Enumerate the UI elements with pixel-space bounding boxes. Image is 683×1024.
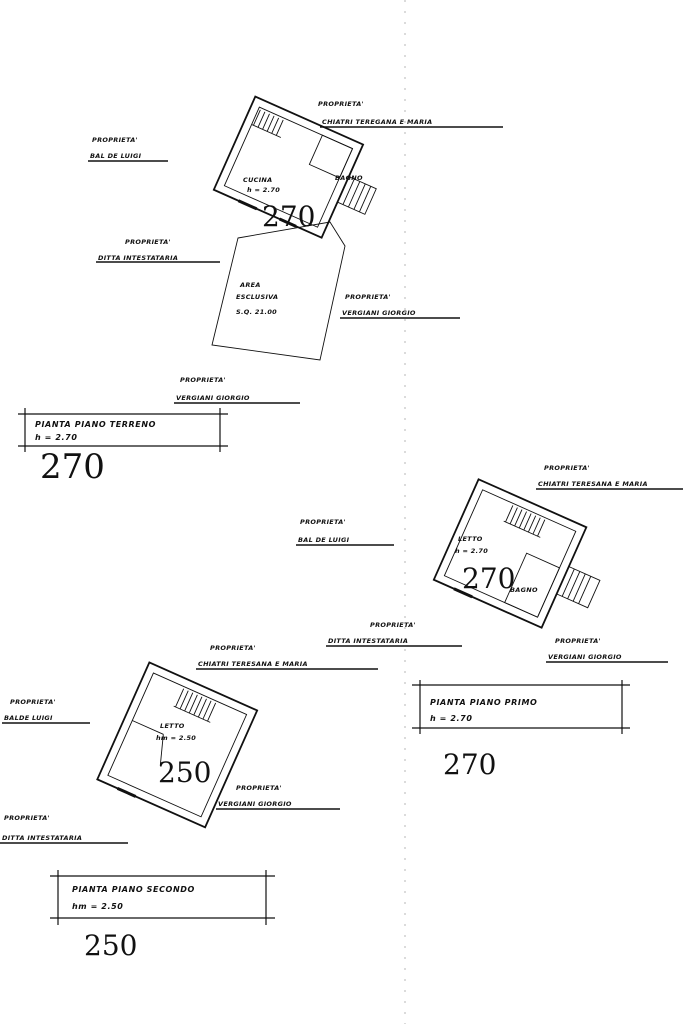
ff-hand-note: 270 [443,748,496,781]
second-floor-walls [96,661,259,829]
gf-room-marker: 270 [262,200,315,233]
gf-owner-right-name: VERGIANI GIORGIO [342,309,416,317]
ff-owner-left-label: PROPRIETA' [300,518,346,526]
gf-owner-foot-name: VERGIANI GIORGIO [176,394,250,402]
sf-box-height: hm = 2.50 [72,902,123,911]
sf-owner-left-label: PROPRIETA' [10,698,56,706]
gf-box-title: PIANTA PIANO TERRENO [35,420,156,429]
ff-owner-bottom-name: DITTA INTESTATARIA [328,637,408,645]
sf-box-title: PIANTA PIANO SECONDO [72,885,195,894]
gf-area-sub: ESCLUSIVA [236,293,278,301]
sf-owner-top-label: PROPRIETA' [210,644,256,652]
ff-room-height: h = 2.70 [455,547,488,555]
ff-box-title: PIANTA PIANO PRIMO [430,698,537,707]
sf-room-name: LETTO [160,722,185,730]
gf-area-value: S.Q. 21.00 [236,308,277,316]
ground-floor-stair [251,109,284,138]
sf-room-height: hm = 2.50 [156,734,196,742]
gf-owner-top-label: PROPRIETA' [318,100,364,108]
ff-owner-left-name: BAL DE LUIGI [298,536,350,544]
gf-bath-label: BAGNO [335,174,363,182]
sf-owner-right-label: PROPRIETA' [236,784,282,792]
sf-hand-note: 250 [84,929,137,962]
gf-room-name: CUCINA [243,176,273,184]
ff-owner-top-label: PROPRIETA' [544,464,590,472]
gf-hand-note: 270 [40,447,105,487]
ff-bath-label: BAGNO [510,586,538,594]
ff-owner-right-name: VERGIANI GIORGIO [548,653,622,661]
second-floor-stair [173,688,217,723]
ff-owner-right-label: PROPRIETA' [555,637,601,645]
gf-owner-left-label: PROPRIETA' [92,136,138,144]
first-floor-external-steps [556,565,601,609]
gf-owner-foot-label: PROPRIETA' [180,376,226,384]
first-floor-stair [503,505,546,538]
sf-title-box [50,870,275,925]
sf-owner-top-name: CHIATRI TERESANA E MARIA [198,660,308,668]
ff-room-marker: 270 [462,562,515,595]
exclusive-area-outline [211,221,346,361]
ff-room-name: LETTO [458,535,483,543]
ff-box-height: h = 2.70 [430,714,473,723]
ff-owner-bottom-label: PROPRIETA' [370,621,416,629]
ff-owner-top-name: CHIATRI TERESANA E MARIA [538,480,648,488]
ground-floor-plan: PROPRIETA' CHIATRI TEREGANA E MARIA PROP… [18,95,503,487]
sf-owner-right-name: VERGIANI GIORGIO [218,800,292,808]
gf-owner-top-name: CHIATRI TEREGANA E MARIA [322,118,432,126]
sf-room-marker: 250 [158,756,211,789]
sf-owner-left-name: BALDE LUIGI [4,714,53,722]
gf-box-height: h = 2.70 [35,433,78,442]
gf-owner-bottom-label: PROPRIETA' [125,238,171,246]
ff-title-box [412,680,630,734]
gf-owner-left-name: BAL DE LUIGI [90,152,142,160]
ground-floor-external-steps [336,175,377,215]
sf-owner-bottom-label: PROPRIETA' [4,814,50,822]
first-floor-plan: PROPRIETA' CHIATRI TERESANA E MARIA PROP… [296,464,683,781]
gf-owner-bottom-name: DITTA INTESTATARIA [98,254,178,262]
gf-title-box [18,408,228,452]
gf-area-label: AREA [239,281,261,289]
second-floor-plan: PROPRIETA' CHIATRI TERESANA E MARIA PROP… [0,644,378,962]
gf-owner-right-label: PROPRIETA' [345,293,391,301]
sf-owner-bottom-name: DITTA INTESTATARIA [2,834,82,842]
gf-room-height: h = 2.70 [247,186,280,194]
